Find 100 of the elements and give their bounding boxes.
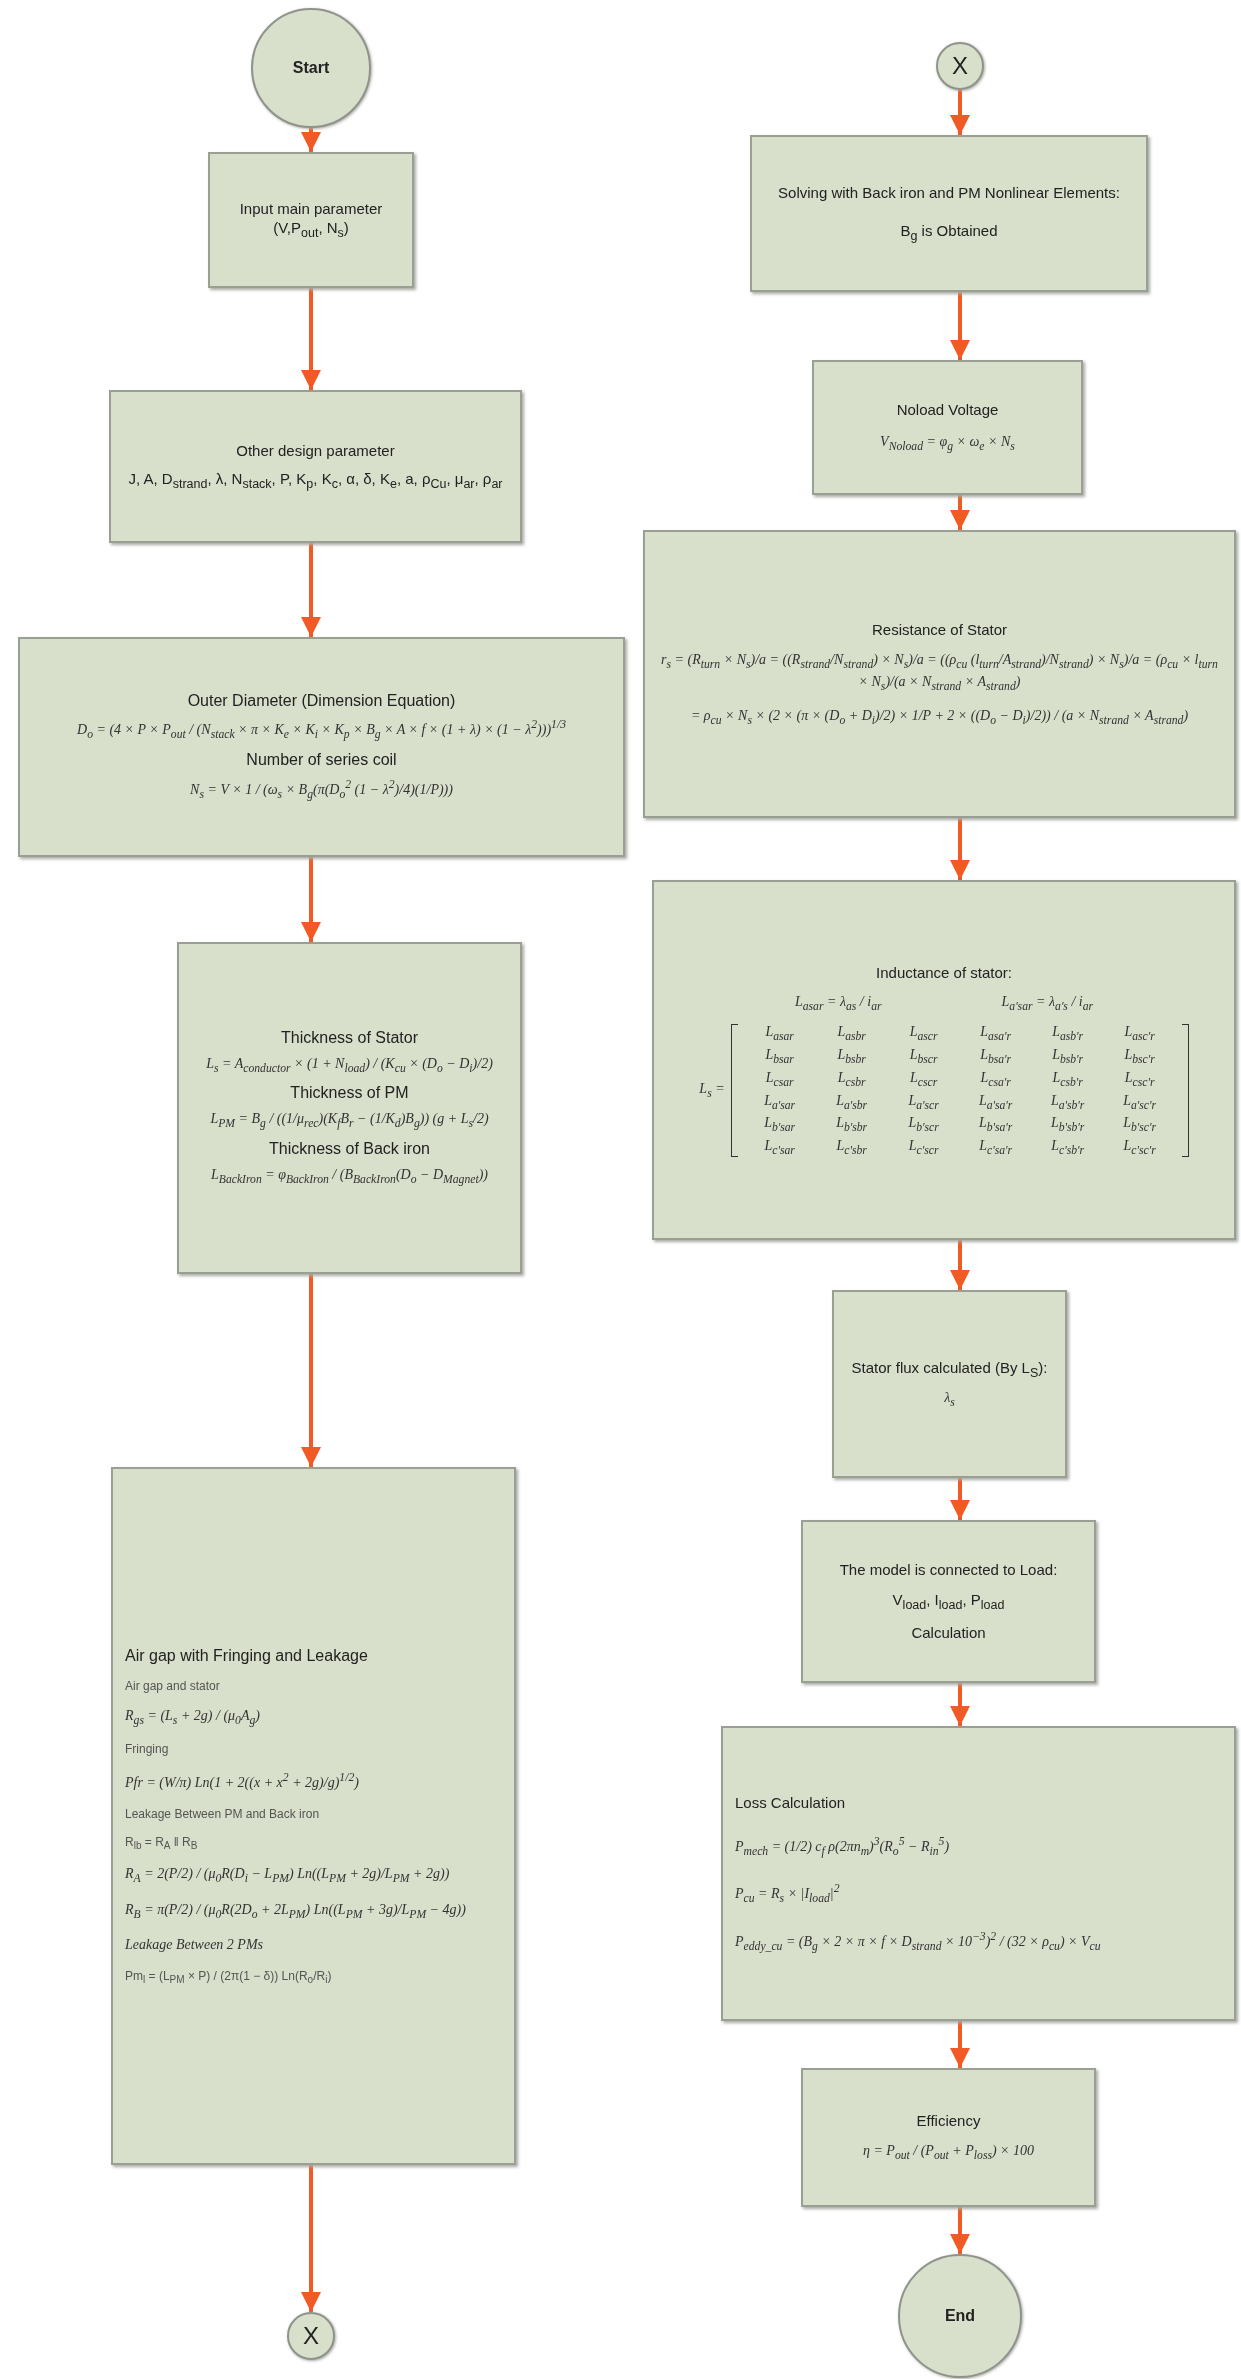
matrix-entry: L$_{c'sc'r}$ — [1122, 1138, 1157, 1157]
matrix-entry: L$_{c'sar}$ — [763, 1138, 796, 1157]
matrix-entry: L$_{cscr}$ — [909, 1069, 939, 1089]
matrix-entry: L$_{csb'r}$ — [1051, 1069, 1084, 1089]
matrix-entry: L$_{b'sb'r}$ — [1049, 1115, 1086, 1135]
equation: = ρ$_{cu}$ × N$_{s}$ × (2 × (π × (D$_{o}$ + D$_{i}$)/2) × 1/P + 2 × ((D$_{o}$ − D$_{i}$)/2)) / (a × N$_{strand}$ × A$_{strand}$) — [690, 706, 1189, 729]
matrix-entry: L$_{bsa'r}$ — [979, 1046, 1013, 1066]
matrix-entry: L$_{asar}$ — [764, 1024, 795, 1043]
terminal-label: Start — [292, 59, 330, 77]
process-box — [721, 1726, 1236, 2021]
box-text: Solving with Back iron and PM Nonlinear Elements: — [778, 183, 1120, 203]
equation: η = P$_{out}$ / (P$_{out}$ + P$_{loss}$) × 100 — [862, 2142, 1035, 2164]
matrix-entry: L$_{b'sa'r}$ — [977, 1115, 1014, 1135]
arrow — [301, 2165, 321, 2312]
heading-text: Air gap with Fringing and Leakage — [125, 1646, 368, 1665]
matrix-entry: L$_{c'sa'r}$ — [978, 1138, 1014, 1157]
matrix-entry: L$_{asbr}$ — [836, 1024, 867, 1043]
equation: L$_{PM}$ = B$_{g}$ / ((1/μ$_{rec}$)(K$_{f}$B$_{r}$ − (1/K$_{d}$)B$_{g}$)) (g + L$_{s}$/2) — [210, 1110, 489, 1132]
arrow — [950, 1240, 970, 1290]
matrix-entry: L$_{csar}$ — [764, 1069, 795, 1089]
matrix-entry: L$_{c'sb'r}$ — [1050, 1138, 1086, 1157]
equation: Leakage Between 2 PMs — [125, 1936, 263, 1955]
equation: L$_{s}$ = A$_{conductor}$ × (1 + N$_{load}$) / (K$_{cu}$ × (D$_{o}$ − D$_{i}$)/2) — [206, 1054, 493, 1077]
matrix-entry: L$_{asb'r}$ — [1051, 1024, 1085, 1043]
arrow — [301, 288, 321, 390]
heading-text: Number of series coil — [246, 751, 397, 769]
arrow — [301, 1274, 321, 1467]
box-text: The model is connected to Load: — [839, 1560, 1058, 1580]
connector-circle — [287, 2312, 335, 2360]
box-text: Efficiency — [916, 2110, 981, 2131]
subheading-text: Air gap and stator — [125, 1678, 220, 1693]
matrix-entry: L$_{bsar}$ — [764, 1046, 795, 1066]
arrow — [950, 1478, 970, 1520]
equation: R$_{A}$ = 2(P/2) / (μ$_{0}$R(D$_{i}$ − L$_{PM}$) Ln((L$_{PM}$ + 2g)/L$_{PM}$ + 2g)) — [125, 1865, 450, 1887]
box-text: Other design parameter — [236, 441, 395, 461]
process-box — [801, 1520, 1096, 1683]
process-box — [111, 1467, 516, 2165]
heading-text: Thickness of Stator — [281, 1028, 418, 1047]
box-text: V$_{load}$, I$_{load}$, P$_{load}$ — [892, 1589, 1005, 1614]
arrow — [950, 495, 970, 530]
equation: L$_{BackIron}$ = φ$_{BackIron}$ / (B$_{BackIron}$(D$_{o}$ − D$_{Magnet}$)) — [211, 1165, 488, 1188]
matrix-entry: L$_{b'sc'r}$ — [1122, 1115, 1158, 1135]
box-text: Inductance of stator: — [876, 963, 1012, 983]
arrow — [950, 90, 970, 135]
matrix-entry: L$_{asa'r}$ — [979, 1024, 1013, 1043]
process-box — [109, 390, 522, 543]
matrix-entry: L$_{a'sa'r}$ — [977, 1092, 1014, 1112]
matrix-entry: L$_{a'sbr}$ — [835, 1092, 869, 1112]
equation: L$_{a'sar}$ = λ$_{a's}$ / i$_{ar}$ — [1001, 992, 1094, 1015]
box-text: J, A, D$_{strand}$, λ, N$_{stack}$, P, K$_{p}$, K$_{c}$, α, δ, K$_{e}$, a, ρ$_{Cu}$, μ$_{ar}$, ρ$_{ar}$ — [128, 468, 503, 492]
heading-text: Outer Diameter (Dimension Equation) — [187, 691, 456, 710]
subheading-text: Pm$_{l}$ = (L$_{PM}$ × P) / (2π(1 − δ)) Ln(R$_{o}$/R$_{i}$) — [125, 1969, 332, 1986]
arrow — [950, 292, 970, 360]
equation: r$_{s}$ = (R$_{turn}$ × N$_{s}$)/a = ((R$_{strand}$/N$_{strand}$) × N$_{s}$)/a = ((ρ$_{cu}$ (l$_{turn}$/A$_{strand}$)/N$_{strand}$) × N$_{s}$)/a = (ρ$_{cu}$ × l$_{turn}$ × N$_{s}$)/(a × N$_{strand}$ × A$_{strand}$) — [660, 651, 1219, 695]
equation: R$_{gs}$ = (L$_{s}$ + 2g) / (μ$_{0}$A$_{g}$) — [125, 1706, 260, 1729]
matrix-entry: L$_{csc'r}$ — [1123, 1069, 1156, 1089]
matrix-entry: L$_{bscr}$ — [908, 1046, 939, 1066]
box-text: B$_{g}$ is Obtained — [900, 220, 998, 244]
equation: Pfr = (W/π) Ln(1 + 2((x + x$^{2}$ + 2g)/g)$^{1/2}$) — [125, 1770, 359, 1792]
arrow — [301, 857, 321, 942]
process-box — [652, 880, 1236, 1240]
matrix-entry: L$_{b'scr}$ — [907, 1115, 940, 1135]
equation: R$_{B}$ = π(P/2) / (μ$_{0}$R(2D$_{o}$ + 2L$_{PM}$) Ln((L$_{PM}$ + 3g)/L$_{PM}$ − 4g)) — [125, 1900, 466, 1923]
terminal-label: X — [303, 2322, 319, 2350]
arrow — [950, 2021, 970, 2068]
process-box — [177, 942, 522, 1274]
matrix-entry: L$_{ascr}$ — [908, 1024, 939, 1043]
equation: P$_{eddy_cu}$ = (B$_{g}$ × 2 × π × f × D$_{strand}$ × 10$^{−3}$)$^{2}$ / (32 × ρ$_{cu}$) × V$_{cu}$ — [735, 1928, 1101, 1955]
matrix-entry: L$_{a'sb'r}$ — [1049, 1092, 1086, 1112]
process-box — [812, 360, 1083, 495]
equation: P$_{cu}$ = R$_{s}$ × |I$_{load}$|$^{2}$ — [735, 1881, 840, 1907]
equation: λ$_{s}$ — [944, 1388, 955, 1411]
box-text: Calculation — [911, 1623, 986, 1643]
matrix-entry: L$_{a'scr}$ — [907, 1092, 940, 1112]
heading-text: Thickness of Back iron — [269, 1139, 430, 1158]
matrix-entry: L$_{csa'r}$ — [979, 1069, 1012, 1089]
matrix-entry: L$_{csbr}$ — [836, 1069, 867, 1089]
matrix-entry: L$_{bsb'r}$ — [1051, 1046, 1085, 1066]
subheading-text: Fringing — [125, 1742, 169, 1757]
matrix-entry: L$_{c'scr}$ — [907, 1138, 940, 1157]
arrow — [301, 128, 321, 152]
heading-text: Thickness of PM — [290, 1084, 409, 1103]
process-box — [643, 530, 1236, 818]
process-box — [750, 135, 1148, 292]
equation: N$_{s}$ = V × 1 / (ω$_{s}$ × B$_{g}$(π(D$_{o}$$^{2}$ (1 − λ$^{2}$)/4)(1/P))) — [190, 777, 453, 803]
equation: P$_{mech}$ = (1/2) c$_{f}$ ρ(2πn$_{m}$)$^{3}$(R$_{o}$$^{5}$ − R$_{in}$$^{5}$) — [735, 1834, 950, 1860]
box-text: Resistance of Stator — [871, 619, 1008, 640]
equation: L$_{s}$ = — [699, 1081, 725, 1100]
box-text: Noload Voltage — [896, 399, 999, 420]
matrix-entry: L$_{bsbr}$ — [836, 1046, 867, 1066]
matrix-entry: L$_{bsc'r}$ — [1123, 1046, 1156, 1066]
box-text: Loss Calculation — [735, 1792, 846, 1813]
arrow — [301, 543, 321, 637]
terminal-label: X — [952, 52, 968, 80]
matrix-entry: L$_{a'sar}$ — [763, 1092, 797, 1112]
box-text: Stator flux calculated (By L$_{S}$): — [851, 1357, 1048, 1381]
matrix-entry: L$_{asc'r}$ — [1123, 1024, 1156, 1043]
arrow — [950, 1683, 970, 1726]
terminal-label: End — [944, 2307, 976, 2325]
process-box — [832, 1290, 1067, 1478]
